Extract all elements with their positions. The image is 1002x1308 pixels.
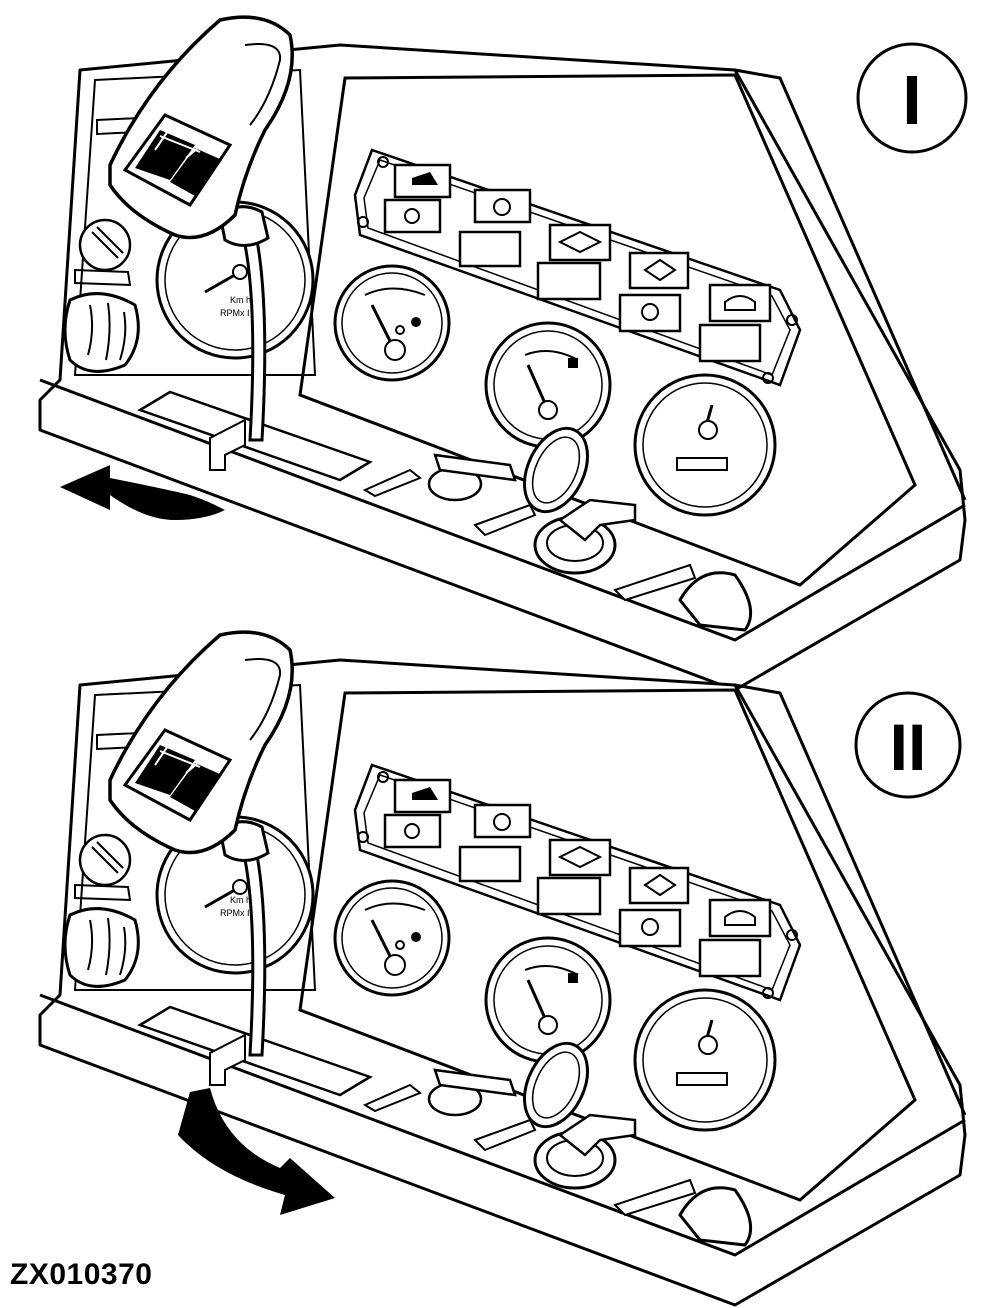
marker-label-one: I bbox=[902, 61, 921, 139]
marker-label-two: II bbox=[890, 710, 927, 784]
speedometer-unit2-one: RPMx I bbox=[220, 308, 250, 318]
figure-id: ZX010370 bbox=[10, 1258, 153, 1291]
arrow-right-icon bbox=[178, 1088, 335, 1215]
speedometer-unit2-two: RPMx I bbox=[220, 908, 250, 918]
speedometer-unit-one: Km h bbox=[230, 295, 251, 305]
marker-circle-one bbox=[856, 42, 968, 154]
dashboard-drawing-two bbox=[38, 630, 967, 1307]
dashboard-drawing-one bbox=[38, 15, 967, 692]
panel-one: I Km h RPMx I bbox=[38, 15, 968, 692]
arrow-left-icon bbox=[60, 465, 225, 520]
marker-circle-two bbox=[854, 691, 962, 799]
speedometer-unit-two: Km h bbox=[230, 895, 251, 905]
panel-two: II Km h RPMx I bbox=[38, 630, 967, 1307]
